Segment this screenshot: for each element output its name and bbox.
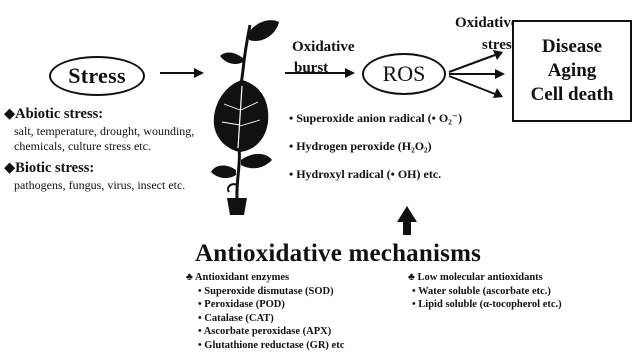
enzyme-apx: • Ascorbate peroxidase (APX) bbox=[198, 326, 332, 337]
antioxidative-title: Antioxidative mechanisms bbox=[194, 240, 482, 267]
plant-icon bbox=[211, 20, 279, 215]
oxidative-stress-line1: Oxidative bbox=[455, 15, 518, 31]
enzyme-sod: • Superoxide dismutase (SOD) bbox=[198, 285, 334, 297]
enzymes-heading: ♣ Antioxidant enzymes bbox=[186, 272, 290, 283]
low-lipid-soluble: • Lipid soluble (α-tocopherol etc.) bbox=[412, 299, 562, 310]
abiotic-line1: salt, temperature, drought, wounding, bbox=[14, 124, 195, 138]
arrows-ros-to-outcomes bbox=[448, 50, 505, 98]
oxidative-stress-label: Oxidative stress bbox=[450, 12, 518, 56]
biotic-heading: ◆Biotic stress: bbox=[4, 160, 95, 176]
abiotic-stress-block: ◆Abiotic stress: salt, temperature, drou… bbox=[4, 104, 194, 154]
stress-label: Stress bbox=[68, 63, 126, 88]
oxidative-burst-line2: burst bbox=[294, 60, 329, 76]
antioxidant-enzymes-block: ♣ Antioxidant enzymes • Superoxide dismu… bbox=[186, 271, 344, 352]
ros-label: ROS bbox=[382, 61, 426, 86]
enzyme-pod: • Peroxidase (POD) bbox=[198, 299, 285, 310]
ros-node: ROS bbox=[362, 53, 446, 95]
outcome-aging: Aging bbox=[547, 60, 597, 81]
ros-species-superoxide: • Superoxide anion radical (• O₂⁻) bbox=[289, 111, 463, 125]
ros-species-list: • Superoxide anion radical (• O₂⁻) • Hyd… bbox=[289, 110, 462, 183]
enzyme-gr: • Glutathione reductase (GR) etc bbox=[198, 339, 345, 351]
biotic-line1: pathogens, fungus, virus, insect etc. bbox=[14, 178, 186, 192]
arrow-stress-to-plant bbox=[160, 68, 204, 78]
low-water-soluble: • Water soluble (ascorbate etc.) bbox=[412, 285, 551, 297]
outcome-disease: Disease bbox=[541, 36, 603, 57]
low-molecular-block: ♣ Low molecular antioxidants • Water sol… bbox=[408, 271, 562, 312]
outcome-cell-death: Cell death bbox=[530, 84, 614, 105]
enzyme-cat: • Catalase (CAT) bbox=[198, 312, 274, 324]
oxidative-burst-label: Oxidative burst bbox=[292, 37, 355, 79]
arrow-antioxidative-to-ros bbox=[397, 206, 417, 235]
oxidative-stress-line2: stress bbox=[482, 37, 518, 53]
low-heading: ♣ Low molecular antioxidants bbox=[408, 272, 543, 283]
abiotic-heading: ◆Abiotic stress: bbox=[4, 106, 104, 122]
oxidative-burst-line1: Oxidative bbox=[292, 39, 355, 55]
arrow-plant-to-ros bbox=[285, 68, 355, 78]
ros-species-hydrogen-peroxide: • Hydrogen peroxide (H₂O₂) bbox=[289, 139, 432, 153]
biotic-stress-block: ◆Biotic stress: pathogens, fungus, virus… bbox=[4, 158, 185, 193]
ros-species-hydroxyl: • Hydroxyl radical (• OH) etc. bbox=[289, 167, 442, 181]
outcomes-box: Disease Aging Cell death bbox=[512, 20, 632, 122]
abiotic-line2: chemicals, culture stress etc. bbox=[14, 139, 151, 153]
stress-node: Stress bbox=[49, 56, 145, 96]
